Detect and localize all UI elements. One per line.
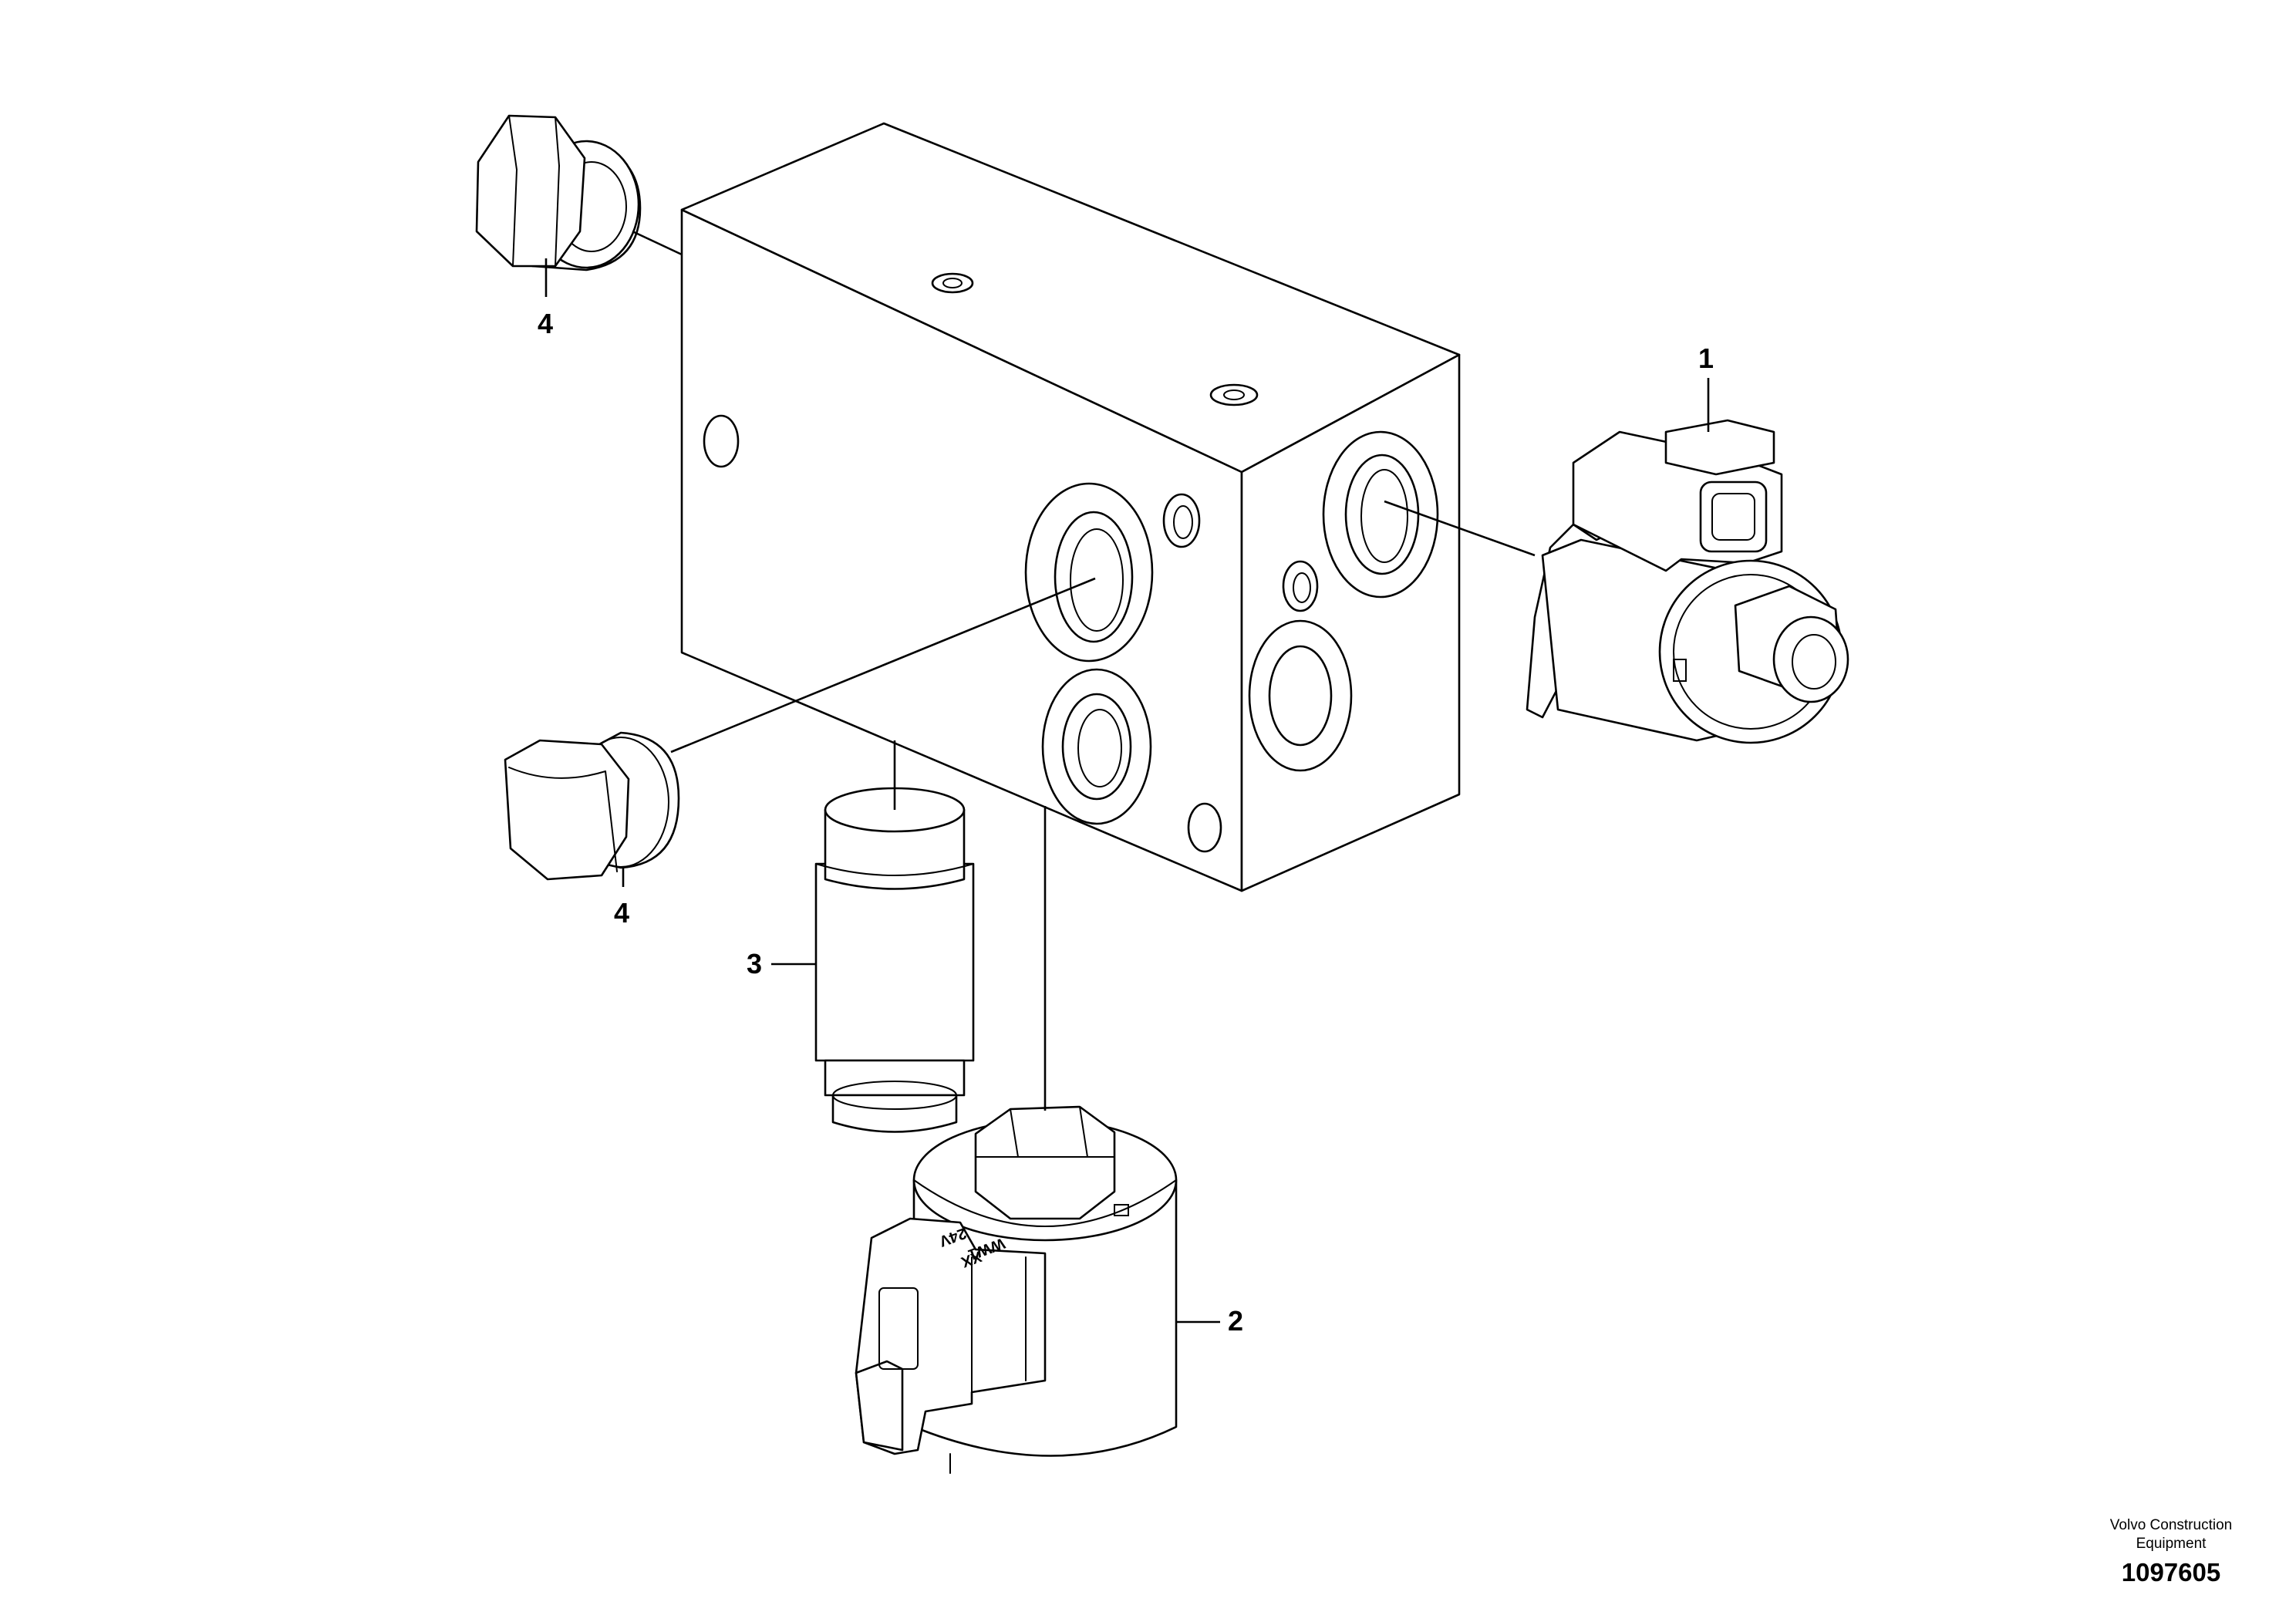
cartridge-part-3	[814, 787, 975, 1133]
leader-1-to-port	[1384, 500, 1536, 557]
drawing-number: 1097605	[2121, 1558, 2221, 1587]
front-lower-port-bore	[1061, 693, 1132, 801]
top-hole-2	[1209, 383, 1259, 406]
side-bottom-hole	[1187, 802, 1222, 853]
plug-part-4-bottom	[504, 731, 680, 881]
coil-2-nut	[974, 1105, 1116, 1220]
callout-part-4-top: 4	[538, 308, 554, 339]
side-small-hole-1	[1162, 493, 1201, 548]
valve-block	[680, 122, 1461, 892]
plug-4-top-hex	[475, 114, 586, 268]
callout-part-1: 1	[1698, 342, 1714, 374]
solenoid-coil-part-2: 24V WW1 XX	[855, 1105, 1178, 1474]
solenoid-part-1	[1526, 419, 1849, 744]
front-port-bore	[1054, 511, 1134, 643]
side-small-hole-2	[1282, 560, 1319, 612]
solenoid-1-connector-latch	[1664, 419, 1775, 476]
plug-part-4-top	[475, 114, 642, 271]
callout-part-4-bottom: 4	[614, 897, 630, 929]
side-lower-port-bore	[1268, 645, 1333, 747]
front-small-hole	[703, 414, 740, 468]
credit-company-line-1: Volvo Construction	[2109, 1517, 2233, 1533]
callout-part-2: 2	[1228, 1305, 1244, 1337]
cartridge-3-lower-body	[814, 862, 975, 1062]
top-hole-1	[931, 272, 974, 294]
leader-4-top-to-block	[632, 230, 683, 256]
solenoid-1-plug-socket	[1699, 481, 1768, 553]
leader-4-bottom-to-port	[670, 577, 1096, 754]
callout-part-3: 3	[747, 948, 763, 980]
credit-company-line-2: Equipment	[2136, 1536, 2207, 1552]
coil-2-latch	[855, 1360, 904, 1452]
leader-lines	[544, 230, 1710, 1324]
